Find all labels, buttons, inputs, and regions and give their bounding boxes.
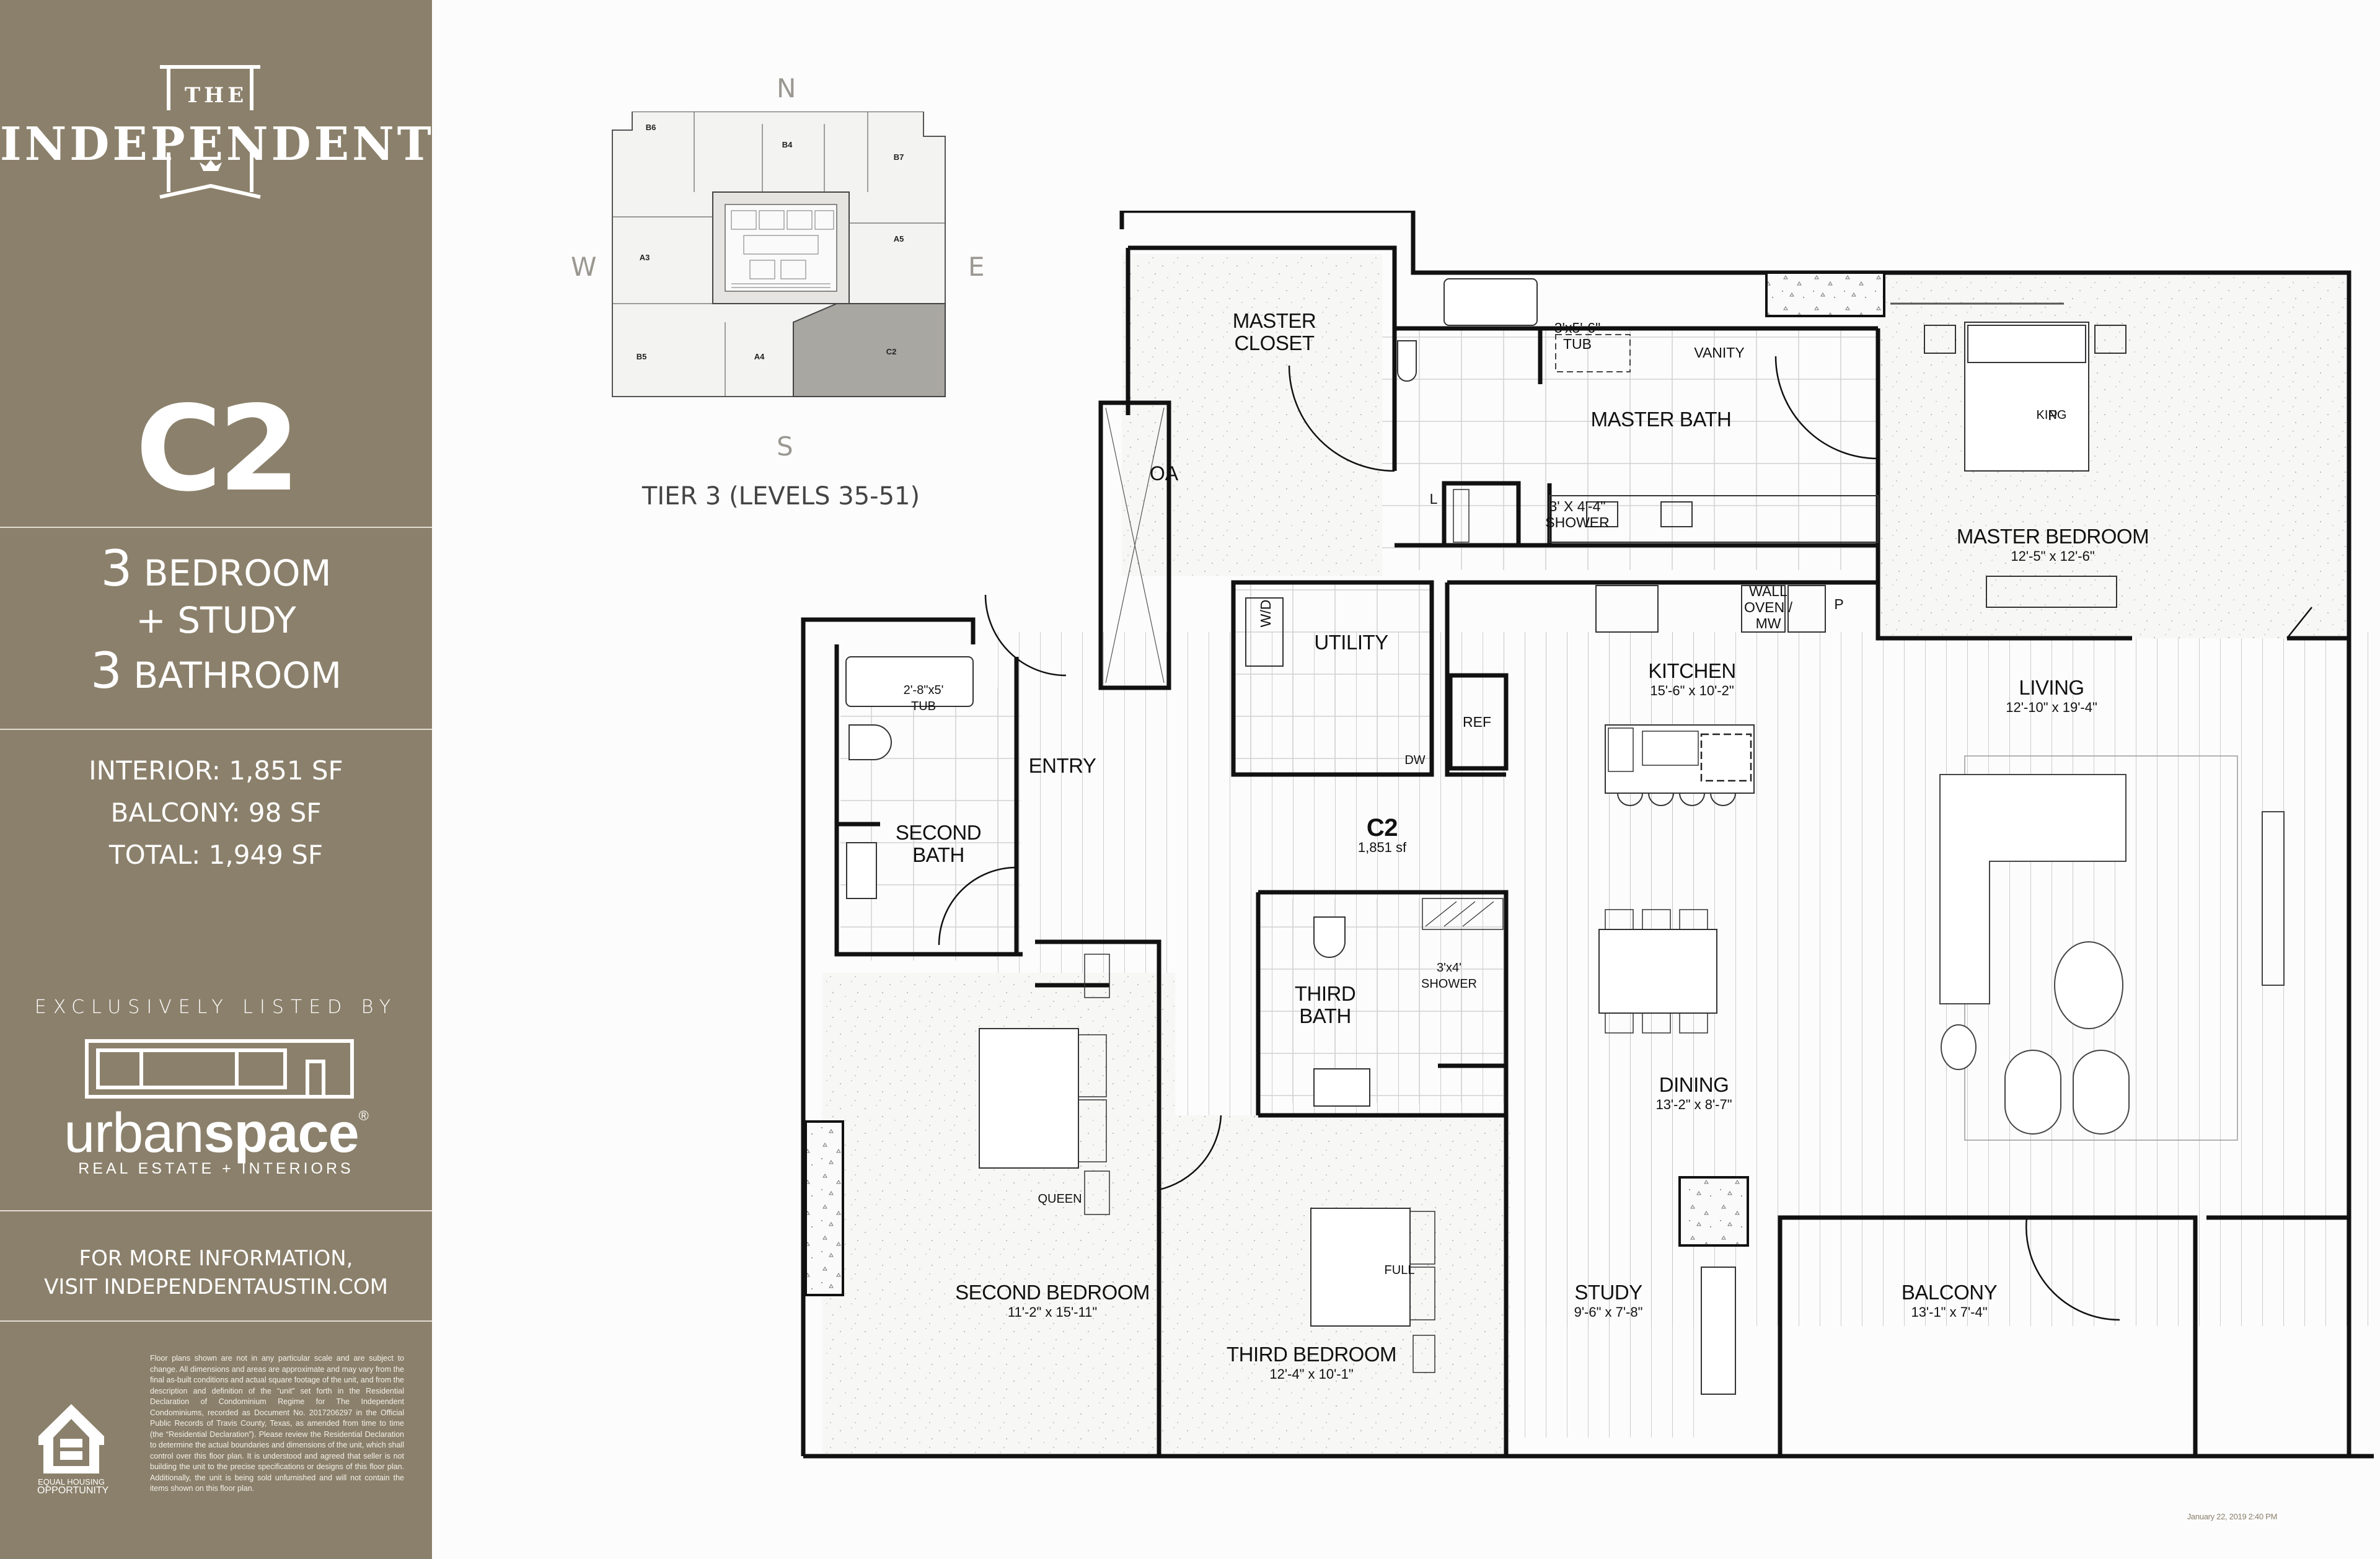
svg-text:A4: A4 [754, 352, 765, 361]
interior-area: INTERIOR: 1,851 SF [89, 755, 343, 786]
broker-tagline: REAL ESTATE + INTERIORS [78, 1160, 354, 1177]
bed-queen: QUEEN [1038, 1192, 1082, 1206]
svg-text:B6: B6 [646, 123, 656, 132]
svg-text:B7: B7 [894, 152, 904, 162]
floor-plan-drawing[interactable] [787, 211, 2380, 1487]
svg-text:A3: A3 [640, 253, 650, 262]
room-entry: ENTRY [1028, 754, 1096, 777]
fixture-linen: L [1429, 491, 1438, 507]
the-independent-logo: THE INDEPENDENT [0, 0, 432, 248]
fixture-vanity: VANITY [1694, 345, 1745, 361]
balcony-area: BALCONY: 98 SF [110, 797, 322, 828]
bed-king: KING [2036, 408, 2067, 422]
crown-icon [200, 160, 222, 171]
bed-full: FULL [1384, 1263, 1415, 1277]
compass-south: S [777, 431, 793, 462]
sidebar: THE INDEPENDENT C2 3 BEDROOM + STUDY 3 B… [0, 0, 432, 1559]
fixture-master-shower: 3' X 4'-4"SHOWER [1545, 498, 1610, 530]
bedroom-summary: 3 BEDROOM + STUDY 3 BATHROOM [0, 544, 432, 700]
fixture-washer-dryer: W/D [1258, 599, 1274, 628]
svg-text:B5: B5 [637, 352, 647, 361]
room-utility: UTILITY [1314, 631, 1388, 654]
bedroom-count: 3 [100, 540, 133, 597]
svg-text:C2: C2 [886, 347, 897, 356]
more-info-line1: FOR MORE INFORMATION, [79, 1246, 353, 1271]
room-master-bath: MASTER BATH [1590, 408, 1732, 431]
bathroom-count: 3 [90, 642, 122, 700]
compass-west: W [571, 252, 597, 282]
compass-east: E [968, 252, 985, 282]
urbanspace-logo-icon [85, 1039, 354, 1099]
equal-housing-house-icon [38, 1404, 104, 1473]
divider [0, 1210, 432, 1211]
timestamp: January 22, 2019 2:40 PM [2187, 1512, 2278, 1521]
fixture-dishwasher: DW [1404, 753, 1426, 767]
total-area: TOTAL: 1,949 SF [108, 840, 324, 870]
bathroom-label: BATHROOM [133, 654, 342, 696]
website-link[interactable]: VISIT INDEPENDENTAUSTIN.COM [44, 1275, 388, 1299]
svg-text:A5: A5 [894, 234, 904, 244]
compass-north: N [777, 73, 796, 103]
equal-housing-logo: EQUAL HOUSING OPPORTUNITY [37, 1400, 108, 1496]
disclaimer-text: Floor plans shown are not in any particu… [150, 1354, 404, 1493]
fixture-second-tub: 2'-8"x5'TUB [903, 683, 944, 713]
fixture-master-tub: 3'x5'-6"TUB [1554, 320, 1601, 352]
divider [0, 1320, 432, 1322]
fixture-pantry-master: P [2048, 407, 2058, 423]
logo-name: INDEPENDENT [0, 118, 434, 171]
tier-label: TIER 3 (LEVELS 35-51) [641, 482, 920, 511]
bedroom-label: BEDROOM [143, 552, 332, 594]
logo-the: THE [184, 83, 248, 108]
study-label: + STUDY [136, 599, 296, 641]
fixture-oa-shaft: OA [1149, 462, 1179, 485]
fixture-refrigerator: REF [1463, 714, 1491, 730]
fixture-pantry: P [1834, 596, 1844, 612]
divider [0, 527, 432, 528]
exclusively-listed-by: EXCLUSIVELY LISTED BY [34, 996, 398, 1018]
unit-code: C2 [135, 380, 301, 517]
banner-frame-icon [159, 65, 261, 199]
fixture-third-shower: 3'x4'SHOWER [1421, 961, 1477, 991]
key-plan-unit-c2-highlight [793, 303, 946, 397]
more-info: FOR MORE INFORMATION, VISIT INDEPENDENTA… [0, 1244, 432, 1301]
urbanspace-wordmark: urbanspace® [64, 1102, 369, 1164]
svg-text:B4: B4 [782, 140, 793, 149]
area-summary: INTERIOR: 1,851 SF BALCONY: 98 SF TOTAL:… [0, 750, 432, 876]
divider [0, 729, 432, 730]
